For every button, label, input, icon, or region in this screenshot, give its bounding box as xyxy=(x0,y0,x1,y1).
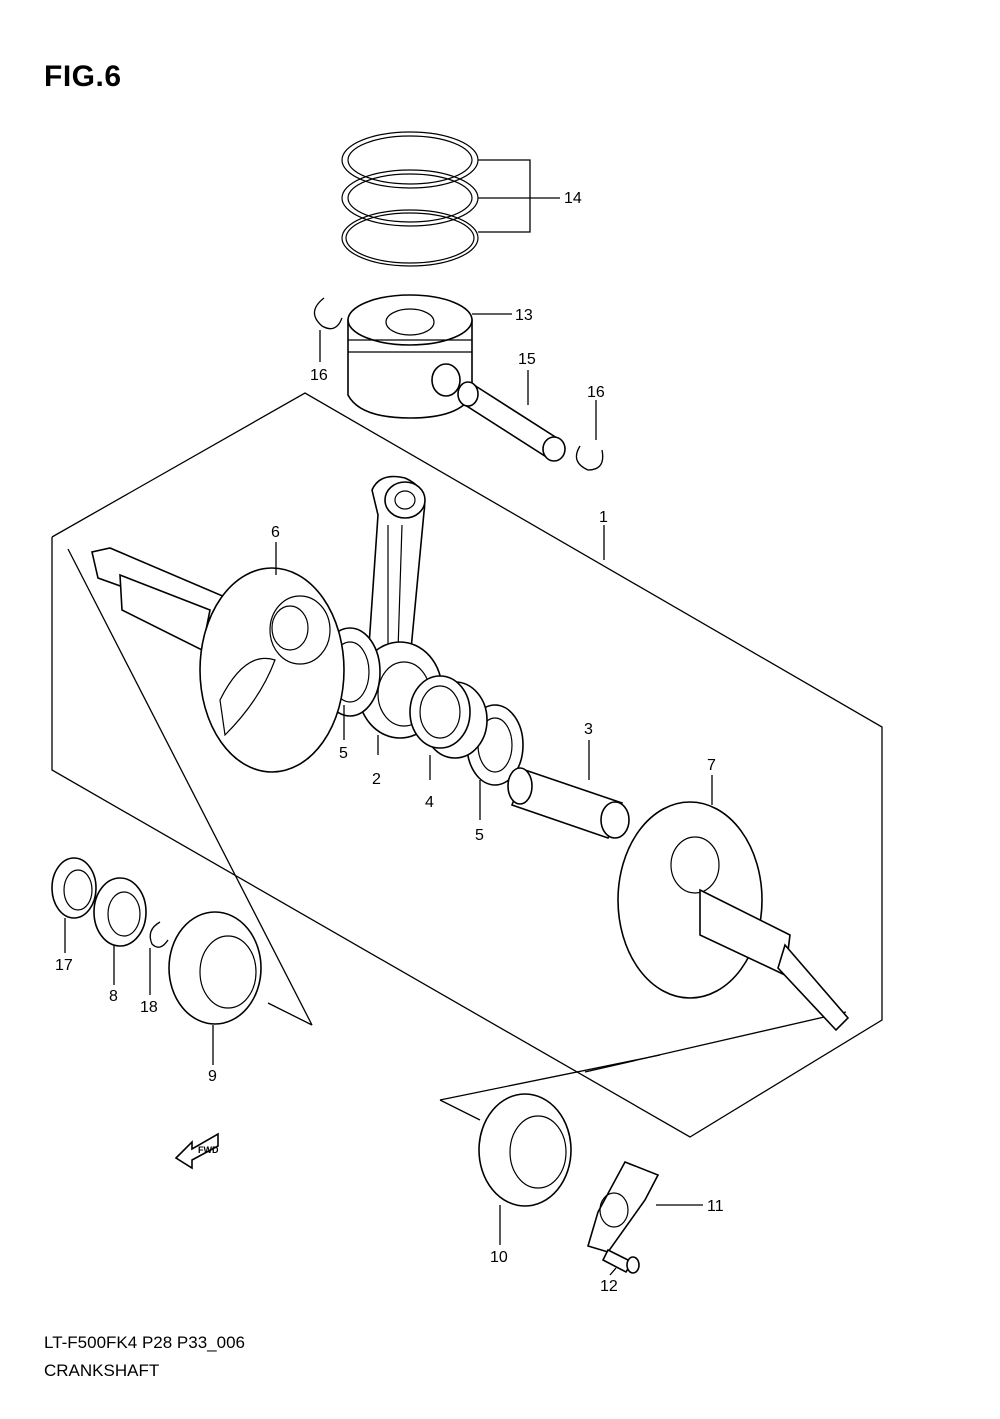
callout-13: 13 xyxy=(515,307,533,324)
callout-18: 18 xyxy=(140,999,158,1016)
callout-9: 9 xyxy=(208,1068,217,1085)
callout-5-lower: 5 xyxy=(475,827,484,844)
callout-14: 14 xyxy=(564,190,582,207)
left-crankshaft-half xyxy=(91,547,345,773)
callout-8: 8 xyxy=(109,988,118,1005)
callout-leader-lines xyxy=(64,330,713,1276)
callout-6: 6 xyxy=(271,524,280,541)
retainer-screw xyxy=(601,1248,640,1274)
fwd-label: FWD xyxy=(198,1145,219,1155)
bearing-retainer xyxy=(587,1160,660,1253)
callout-12: 12 xyxy=(600,1278,618,1295)
callout-2: 2 xyxy=(372,771,381,788)
figure-title: FIG.6 xyxy=(44,60,122,93)
assembly-outline xyxy=(51,392,883,1138)
callout-11: 11 xyxy=(707,1198,724,1215)
oil-seal xyxy=(51,857,97,919)
callout-15: 15 xyxy=(518,351,536,368)
callout-16-left: 16 xyxy=(310,367,328,384)
callout-1: 1 xyxy=(599,509,608,526)
callout-16-right: 16 xyxy=(587,384,605,401)
forward-direction-arrow: FWD xyxy=(174,1132,219,1170)
piston-pin xyxy=(457,381,566,462)
bearing-circlip xyxy=(149,921,169,948)
callout-4: 4 xyxy=(425,794,434,811)
right-crankshaft-half xyxy=(617,801,850,1032)
piston-rings xyxy=(341,131,560,267)
diagram-code: LT-F500FK4 P28 P33_006 xyxy=(44,1333,245,1352)
diagram-name: CRANKSHAFT xyxy=(44,1361,160,1380)
callout-labels: 1 2 3 4 5 5 6 7 8 9 10 11 12 13 14 15 16… xyxy=(55,190,724,1295)
piston-pin-circlips xyxy=(313,297,604,471)
small-bearing xyxy=(93,877,147,947)
right-main-bearing xyxy=(478,1093,572,1207)
crank-pin xyxy=(507,767,630,840)
left-main-bearing xyxy=(168,911,262,1025)
needle-bearing xyxy=(409,675,488,759)
callout-5-upper: 5 xyxy=(339,745,348,762)
callout-10: 10 xyxy=(490,1249,508,1266)
callout-17: 17 xyxy=(55,957,73,974)
callout-7: 7 xyxy=(707,757,716,774)
callout-3: 3 xyxy=(584,721,593,738)
